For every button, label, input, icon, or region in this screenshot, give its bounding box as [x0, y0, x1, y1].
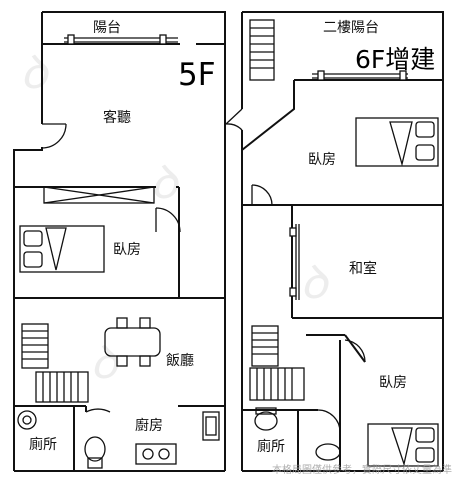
room-label-5f-balcony: 陽台 — [93, 20, 121, 36]
fixtures-5f — [17, 34, 220, 469]
room-label-5f-toilet: 廁所 — [29, 437, 57, 453]
room-label-6f-toilet: 廁所 — [257, 439, 285, 455]
room-label-5f-bedroom: 臥房 — [113, 242, 141, 258]
room-label-5f-dining-room: 飯廳 — [166, 353, 194, 369]
disclaimer-watermark: 本格局圖僅供參考，實際尺寸依丈量為準 — [272, 465, 452, 476]
background-watermark-mark: ꝺ — [300, 255, 328, 309]
room-label-5f-kitchen: 廚房 — [135, 418, 163, 434]
walls-6f — [241, 11, 444, 472]
room-label-6f-bedroom-upper: 臥房 — [308, 152, 336, 168]
floor-5f-label: 5F — [178, 57, 216, 93]
room-label-6f-balcony: 二樓陽台 — [323, 20, 379, 36]
room-label-6f-japanese-room: 和室 — [349, 261, 377, 277]
room-label-5f-living-room: 客聽 — [103, 110, 131, 126]
fixtures-6f — [225, 19, 439, 467]
room-label-6f-bedroom-lower: 臥房 — [379, 375, 407, 391]
floor-6f-label: 6F增建 — [355, 45, 436, 74]
walls-5f — [13, 11, 226, 472]
background-watermark-mark: ꝺ — [90, 335, 118, 389]
